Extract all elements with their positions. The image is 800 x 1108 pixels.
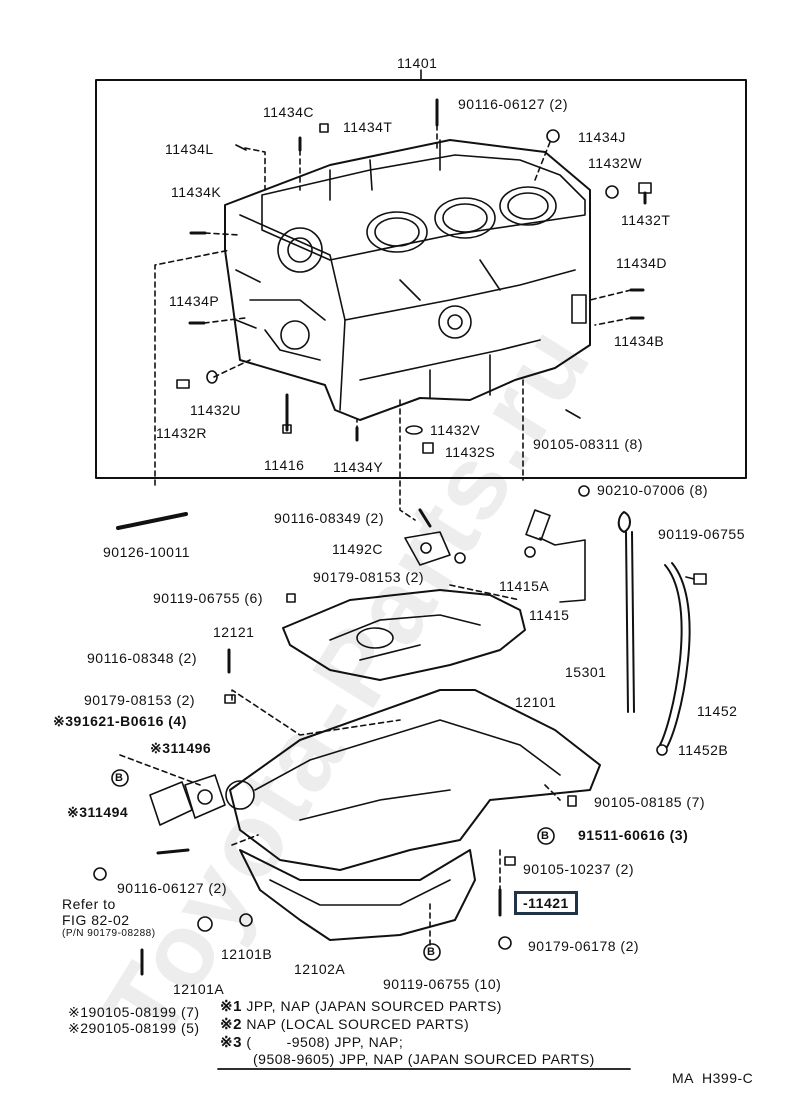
label-90105-08199-7: ※190105-08199 (7) [68,1004,200,1020]
footnote-3b: (9508-9605) JPP, NAP (JAPAN SOURCED PART… [253,1051,595,1067]
label-12101B: 12101B [221,946,273,962]
label-90179-08153-a: 90179-08153 (2) [313,569,425,585]
label-11432U: 11432U [190,402,242,418]
label-11432T: 11432T [621,212,671,228]
label-90116-08349: 90116-08349 (2) [274,510,384,526]
refer-line-2: FIG 82-02 [62,912,130,928]
label-11401: 11401 [397,55,438,71]
label-90116-08348: 90116-08348 (2) [87,650,197,666]
note-mark-3: ※3 [150,740,171,756]
b-badge: B [115,772,124,784]
label-11415A: 11415A [499,578,550,594]
label-11432S: 11432S [445,444,496,460]
label-11434Y: 11434Y [333,459,384,475]
block-hardware [176,98,652,497]
sensor-11415 [525,509,551,541]
label-90105-08185: 90105-08185 (7) [594,794,706,810]
oil-pan-lower-drawing [239,849,476,941]
baffle-plate-drawing [282,589,526,681]
label-90105-08199-5: ※290105-08199 (5) [68,1020,200,1036]
label-11496: ※311496 [150,740,211,756]
gasket-11496 [184,774,226,819]
label-12102A: 12102A [294,961,346,977]
footnote-3-text: ( -9508) JPP, NAP; [246,1034,404,1050]
label-11421: -11421 [514,891,578,915]
b-badge: B [427,946,436,958]
label-90126-10011: 90126-10011 [103,544,190,560]
footnote-3: ※3 ( -9508) JPP, NAP; [220,1034,403,1051]
label-90105-08311: 90105-08311 (8) [533,436,643,452]
refer-line-1: Refer to [62,896,116,912]
label-11452: 11452 [697,703,738,719]
dipstick-rod-drawing [617,511,635,713]
label-91511-60616: 91511-60616 (3) [578,827,689,843]
footnote-1-text: JPP, NAP (JAPAN SOURCED PARTS) [246,998,502,1014]
gasket-11492C [404,531,451,566]
label-11432W: 11432W [588,155,643,171]
label-11416: 11416 [264,457,305,473]
label-90116-06127-bottom: 90116-06127 (2) [117,880,227,896]
label-90105-08199-7-text: 90105-08199 (7) [88,1004,200,1020]
footnotes: ※1 JPP, NAP (JAPAN SOURCED PARTS) ※2 NAP… [220,998,640,1072]
b-badge: B [541,830,550,842]
cylinder-block-drawing [224,139,591,421]
label-11494: ※311494 [67,804,128,820]
label-11434C: 11434C [263,104,315,120]
label-90179-06178: 90179-06178 (2) [528,938,640,954]
label-11421-text: 11421 [528,895,569,911]
refer-note: Refer to FIG 82-02 (P/N 90179-08288) [62,896,156,940]
dipstick-guide-drawing [656,562,707,756]
label-11432V: 11432V [430,422,481,438]
figure-code: MA H399-C [672,1070,754,1086]
label-91621-text: 91621-B0616 (4) [73,713,187,729]
label-11496-text: 11496 [170,740,212,756]
label-11434T: 11434T [343,119,393,135]
label-12101: 12101 [515,694,557,710]
label-90210-07006: 90210-07006 (8) [597,482,709,498]
footnote-1: ※1 JPP, NAP (JAPAN SOURCED PARTS) [220,998,502,1015]
label-15301: 15301 [565,664,607,680]
label-12121: 12121 [213,624,255,640]
label-11494-text: 11494 [87,804,129,820]
label-91621-b0616: ※391621-B0616 (4) [53,713,187,729]
label-90119-06755-right: 90119-06755 [658,526,745,542]
label-11415: 11415 [529,607,570,623]
label-11434K: 11434K [171,184,222,200]
label-11434J: 11434J [578,129,626,145]
block-assembly-frame [95,79,747,479]
footnote-2-text: NAP (LOCAL SOURCED PARTS) [246,1016,470,1032]
label-11492C: 11492C [332,541,384,557]
label-11434D: 11434D [616,255,668,271]
label-12101A: 12101A [173,981,225,997]
label-11452B: 11452B [678,742,729,758]
leader-lines [119,124,632,946]
footnote-2: ※2 NAP (LOCAL SOURCED PARTS) [220,1016,469,1033]
note-mark-2: ※2 [68,1020,89,1036]
oil-pan-upper-drawing [229,689,601,871]
label-90119-06755-6: 90119-06755 (6) [153,590,263,606]
label-90116-06127-top: 90116-06127 (2) [458,96,568,112]
note-mark-3: ※3 [53,713,74,729]
footnote-3b-text: (9508-9605) JPP, NAP (JAPAN SOURCED PART… [253,1051,595,1067]
footnote-3-mark: ※3 [220,1034,242,1051]
label-90105-10237: 90105-10237 (2) [523,861,635,877]
label-90119-06755-10: 90119-06755 (10) [383,976,502,992]
note-mark-1: ※1 [68,1004,89,1020]
label-11434B: 11434B [614,333,665,349]
note-mark-3: ※3 [67,804,88,820]
refer-line-3: (P/N 90179-08288) [62,928,156,939]
label-11432R: 11432R [156,425,208,441]
label-11434L: 11434L [165,141,214,157]
label-90105-08199-5-text: 90105-08199 (5) [88,1020,200,1036]
footnote-2-mark: ※2 [220,1016,242,1033]
footnote-1-mark: ※1 [220,998,242,1015]
label-11434P: 11434P [169,293,220,309]
long-bolt [116,512,188,530]
label-90179-08153-b: 90179-08153 (2) [84,692,196,708]
